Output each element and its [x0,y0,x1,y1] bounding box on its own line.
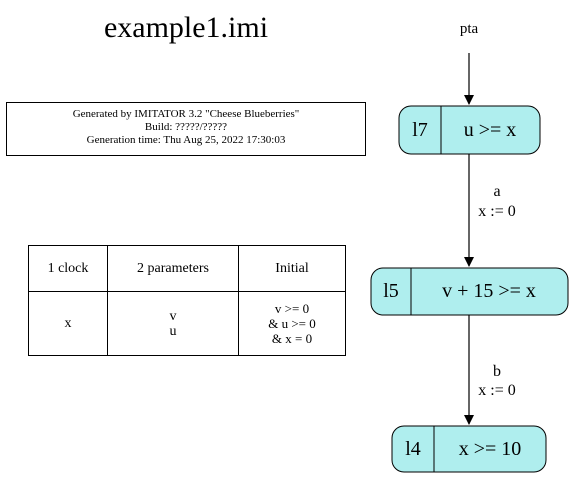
clocks-value: x [28,291,108,356]
diagram-title: example1.imi [103,11,269,44]
generator-line: Generated by IMITATOR 3.2 "Cheese Bluebe… [72,108,300,120]
initial-header: Initial [238,245,346,292]
parameter-value: u [169,323,177,339]
location-name: l5 [383,280,399,302]
transition-update: x := 0 [478,382,515,399]
transition-action: a [493,183,500,200]
initial-constraint: v >= 0 [274,301,310,316]
transition-action: b [493,363,501,380]
location-name: l7 [412,119,428,141]
location-name: l4 [405,438,421,460]
initial-values: v >= 0 & u >= 0 & x = 0 [238,291,346,356]
transition-update: x := 0 [478,203,515,220]
build-line: Build: ?????/????? [144,121,228,133]
generator-info-box: Generated by IMITATOR 3.2 "Cheese Bluebe… [6,102,366,156]
parameters-values: v u [107,291,239,356]
location-invariant: u >= x [464,119,517,141]
location-l5: l5 v + 15 >= x [370,267,569,316]
location-box [391,425,547,473]
parameter-value: v [169,308,177,324]
generation-time-line: Generation time: Thu Aug 25, 2022 17:30:… [86,134,286,146]
location-invariant: v + 15 >= x [442,280,536,302]
parameters-table: 1 clock 2 parameters Initial x v u v >= … [28,245,346,356]
parameters-header: 2 parameters [107,245,239,292]
initial-constraint: & u >= 0 [268,316,316,331]
location-invariant: x >= 10 [459,438,522,460]
initial-constraint: & x = 0 [271,331,313,346]
location-l7: l7 u >= x [398,105,541,155]
automaton-name: pta [460,21,479,37]
location-l4: l4 x >= 10 [391,425,547,473]
